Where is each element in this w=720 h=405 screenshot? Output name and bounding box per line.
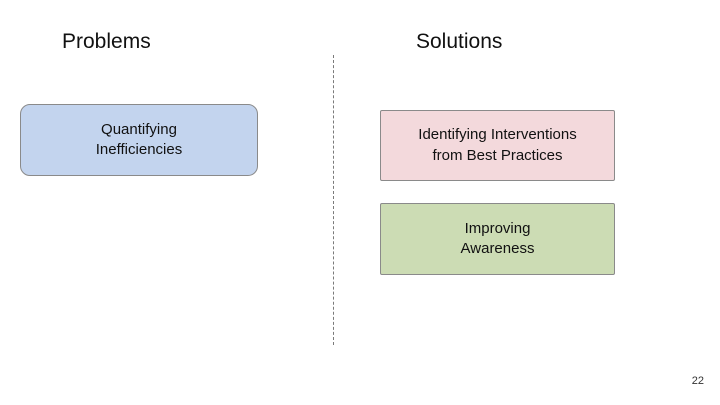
box-label: Quantifying Inefficiencies bbox=[95, 120, 183, 158]
vertical-dashed-divider bbox=[333, 55, 334, 345]
box-quantifying-inefficiencies[interactable]: Quantifying Inefficiencies bbox=[20, 104, 258, 176]
box-improving-awareness[interactable]: Improving Awareness bbox=[380, 203, 615, 275]
slide-number: 22 bbox=[691, 375, 704, 387]
box-identifying-interventions[interactable]: Identifying Interventions from Best Prac… bbox=[380, 110, 615, 181]
column-heading-solutions: Solutions bbox=[416, 30, 503, 53]
column-heading-problems: Problems bbox=[62, 30, 151, 53]
box-label: Improving Awareness bbox=[460, 219, 535, 257]
box-label: Identifying Interventions from Best Prac… bbox=[418, 126, 577, 164]
